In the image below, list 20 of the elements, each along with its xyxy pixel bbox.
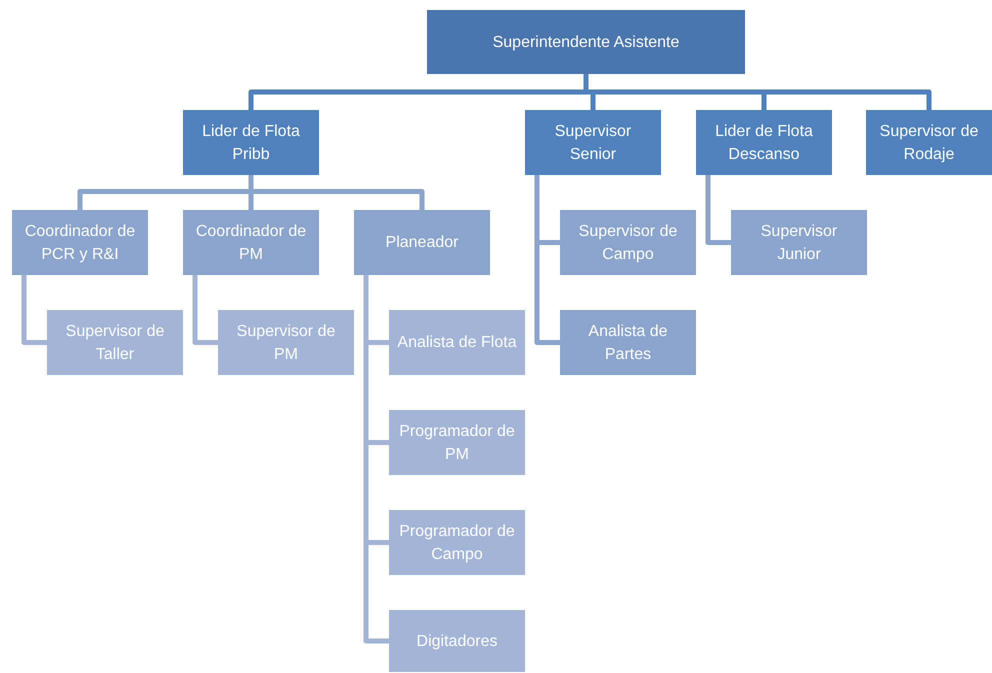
- org-box: Supervisor Junior: [731, 210, 867, 275]
- connector-line: [192, 275, 218, 345]
- org-box: Lider de Flota Descanso: [696, 110, 832, 175]
- org-box: Coordinador de PCR y R&I: [12, 210, 148, 275]
- org-box: Lider de Flota Pribb: [183, 110, 319, 175]
- org-box: Superintendente Asistente: [427, 10, 745, 74]
- org-box: Supervisor Senior: [525, 110, 661, 175]
- connector-line: [22, 275, 47, 345]
- org-box: Coordinador de PM: [183, 210, 319, 275]
- org-box: Programador de PM: [389, 410, 525, 475]
- org-box: Analista de Flota: [389, 310, 525, 375]
- org-box: Supervisor de Rodaje: [866, 110, 992, 175]
- org-box: Supervisor de PM: [218, 310, 354, 375]
- org-box: Digitadores: [389, 610, 525, 672]
- connector-line: [706, 175, 731, 245]
- org-box: Supervisor de Campo: [560, 210, 696, 275]
- org-box: Supervisor de Taller: [47, 310, 183, 375]
- org-box: Planeador: [354, 210, 490, 275]
- org-box: Analista de Partes: [560, 310, 696, 375]
- org-box: Programador de Campo: [389, 510, 525, 575]
